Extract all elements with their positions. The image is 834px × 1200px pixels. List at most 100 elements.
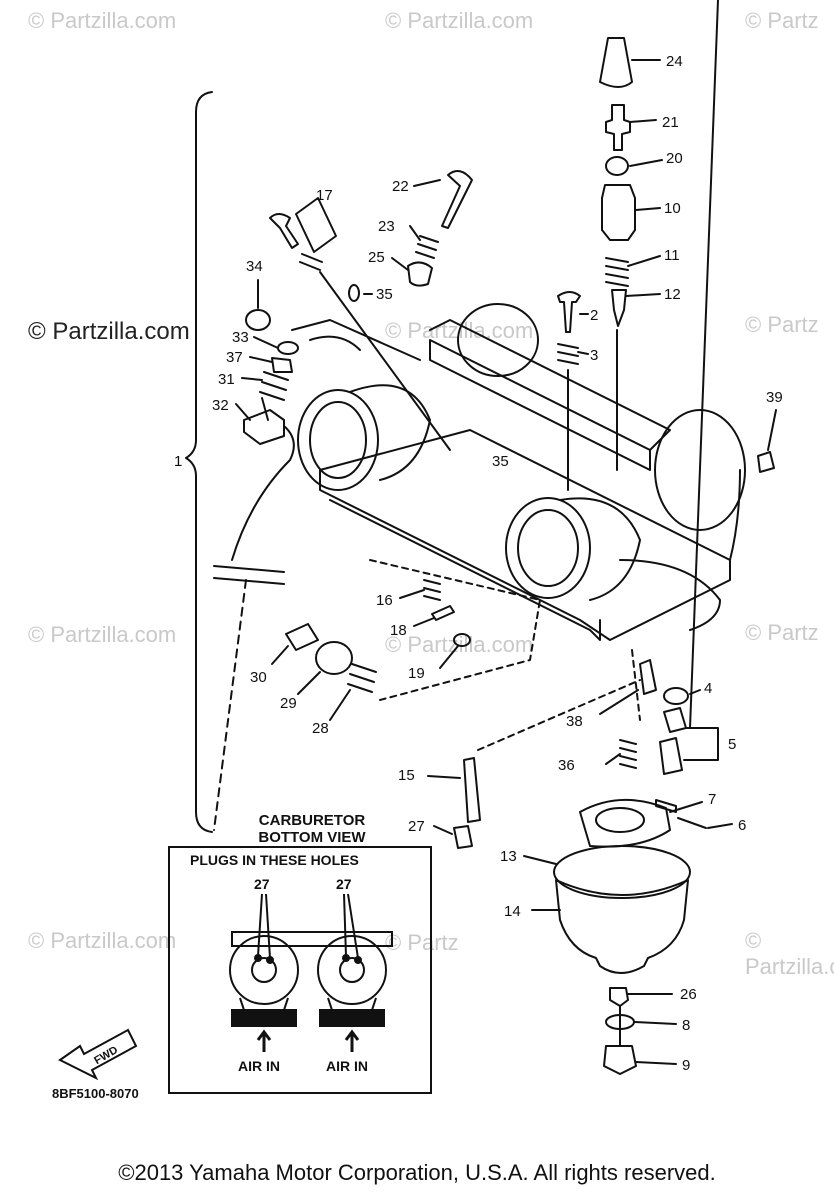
plug-label-left: 27 (254, 876, 270, 892)
callout-24: 24 (666, 53, 683, 70)
assembly-bracket (185, 91, 213, 833)
left-intake-bore (297, 389, 379, 491)
part-4-washer (663, 687, 689, 705)
callout-2: 2 (590, 307, 598, 324)
part-35-oring (348, 284, 360, 302)
watermark: © Partz (745, 620, 819, 645)
part-38-jet (639, 659, 657, 695)
watermark: © Partzilla.com (385, 632, 534, 657)
part-14-float-bowl (555, 879, 689, 974)
watermark: © Partzilla.com (28, 928, 177, 953)
callout-29: 29 (280, 695, 297, 712)
part-22-screw (441, 170, 473, 229)
callout-38: 38 (566, 713, 583, 730)
callout-34: 34 (246, 258, 263, 275)
callout-9: 9 (682, 1057, 690, 1074)
part-15-jet (463, 757, 481, 823)
part-31-spring (259, 371, 289, 401)
right-intake-bore (505, 497, 591, 599)
callout-11: 11 (664, 247, 680, 264)
inset-heading-line2: BOTTOM VIEW (258, 829, 366, 846)
part-9-plug (603, 1045, 637, 1075)
part-16-spring (423, 579, 441, 601)
watermark: © Partz (385, 930, 459, 955)
part-28-spring (347, 663, 377, 693)
part-19-clip (453, 633, 471, 647)
part-20-nut (605, 156, 629, 176)
right-air-bell (654, 409, 746, 531)
part-11-spring (605, 257, 629, 287)
callout-21: 21 (662, 114, 679, 131)
sensor-wire (231, 425, 295, 561)
part-34-cap (245, 309, 271, 331)
part-39-screw (757, 451, 775, 473)
part-36-spring (619, 739, 637, 769)
callout-30: 30 (250, 669, 267, 686)
callout-8: 8 (682, 1017, 690, 1034)
part-29-bushing (315, 641, 353, 675)
copyright: ©2013 Yamaha Motor Corporation, U.S.A. A… (118, 1160, 716, 1185)
callout-16: 16 (376, 592, 393, 609)
watermark: © Partzilla.com (28, 622, 177, 647)
callout-10: 10 (664, 200, 681, 217)
callout-28: 28 (312, 720, 329, 737)
diagram-code: 8BF5100-8070 (52, 1086, 139, 1101)
callout-26: 26 (680, 986, 697, 1003)
wire-connector (213, 565, 285, 585)
part-5-jet (659, 707, 687, 775)
callout-17: 17 (316, 187, 333, 204)
part-37-nut (271, 357, 293, 373)
watermark: © Partz (745, 312, 819, 337)
callout-5: 5 (728, 736, 736, 753)
callout-33: 33 (232, 329, 249, 346)
part-10-cap-nut (601, 184, 636, 241)
watermark: © Partz (745, 8, 819, 33)
callout-1: 1 (174, 453, 182, 470)
part-33-washer (277, 341, 299, 355)
watermark: © Partzilla.com (28, 318, 190, 345)
part-17-screw (269, 213, 299, 249)
callout-37: 37 (226, 349, 243, 366)
part-3-spring (557, 343, 579, 365)
part-12-needle (611, 289, 627, 327)
watermark: © Partzilla.com (745, 928, 834, 979)
callout-39: 39 (766, 389, 783, 406)
part-17-spring (299, 253, 323, 271)
inset-drawing (229, 893, 393, 1052)
callout-20: 20 (666, 150, 683, 167)
callout-13: 13 (500, 848, 517, 865)
callout-19: 19 (408, 665, 425, 682)
callout-35: 35 (376, 286, 393, 303)
part-32-sensor (243, 409, 285, 445)
air-in-left: AIR IN (238, 1058, 280, 1074)
callout-35b: 35 (492, 453, 509, 470)
part-24-cap (599, 37, 633, 88)
callout-7: 7 (708, 791, 716, 808)
left-air-bell (457, 303, 539, 377)
part-30-shaft (285, 623, 319, 651)
callout-23: 23 (378, 218, 395, 235)
callout-36: 36 (558, 757, 575, 774)
part-2-screw (557, 291, 581, 333)
callout-12: 12 (664, 286, 681, 303)
inset-heading: CARBURETOR BOTTOM VIEW (222, 812, 402, 846)
callout-25: 25 (368, 249, 385, 266)
plugs-text: PLUGS IN THESE HOLES (190, 852, 359, 868)
callout-32: 32 (212, 397, 229, 414)
part-25-washer (407, 261, 433, 287)
part-18-pin (431, 605, 455, 621)
watermark: © Partzilla.com (28, 8, 177, 33)
callout-14: 14 (504, 903, 521, 920)
carburetor-body (319, 429, 731, 641)
callout-22: 22 (392, 178, 409, 195)
plug-label-right: 27 (336, 876, 352, 892)
part-6-pin (677, 817, 707, 829)
watermark: © Partzilla.com (385, 8, 534, 33)
callout-6: 6 (738, 817, 746, 834)
air-in-right: AIR IN (326, 1058, 368, 1074)
fwd-arrow-icon: FWD (58, 1028, 138, 1081)
part-23-spring (415, 235, 439, 259)
part-26-screw (609, 987, 629, 1007)
inset-heading-line1: CARBURETOR (258, 812, 366, 829)
